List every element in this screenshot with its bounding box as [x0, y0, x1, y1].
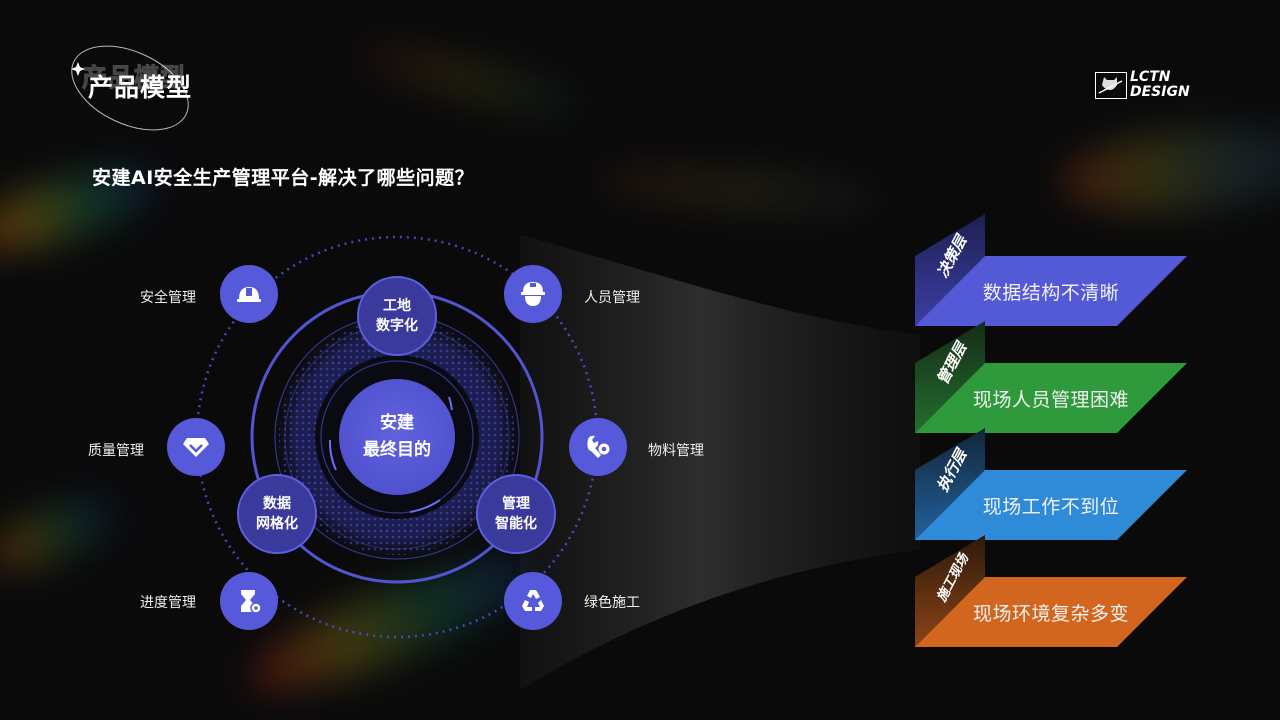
- layer-problem: 现场环境复杂多变: [972, 602, 1129, 625]
- node-safety-management[interactable]: [220, 265, 278, 323]
- layer-card-site[interactable]: 施工现场 现场环境复杂多变: [915, 535, 1187, 647]
- center-goal[interactable]: 安建 最终目的: [339, 379, 455, 495]
- node-material-management[interactable]: [569, 418, 627, 476]
- worker-helmet-icon: [521, 282, 545, 306]
- sub-node-line1: 工地: [383, 298, 411, 314]
- page-subtitle: 安建AI安全生产管理平台-解决了哪些问题？: [92, 167, 475, 189]
- page-title: 产品模型: [88, 73, 193, 102]
- sub-node-line2: 智能化: [495, 516, 537, 532]
- node-progress-management[interactable]: [220, 572, 278, 630]
- layer-problem: 数据结构不清晰: [982, 281, 1120, 304]
- layer-card-execution[interactable]: 执行层 现场工作不到位: [915, 428, 1187, 540]
- sub-node-line2: 数字化: [376, 318, 418, 334]
- node-personnel-management[interactable]: [504, 265, 562, 323]
- page-title-shadow: 产品模型: [81, 63, 187, 93]
- label-green-construction: 绿色施工: [584, 595, 640, 611]
- label-material-management: 物料管理: [648, 443, 704, 459]
- sub-node-line1: 管理: [502, 496, 530, 512]
- sub-node-site-digitalization[interactable]: 工地 数字化: [357, 276, 437, 356]
- diamond-icon: [183, 438, 209, 457]
- title-orbit-decoration: [71, 45, 189, 131]
- sub-node-line2: 网格化: [256, 516, 298, 532]
- center-line1: 安建: [380, 413, 414, 433]
- hourglass-gear-icon: [241, 590, 262, 614]
- cat-logo-icon: [1095, 71, 1127, 99]
- recycle-icon: [522, 590, 544, 611]
- wrench-gear-icon: [587, 435, 610, 458]
- layer-problem: 现场人员管理困难: [972, 388, 1129, 411]
- node-green-construction[interactable]: [504, 572, 562, 630]
- hardhat-icon: [237, 287, 261, 302]
- layer-card-decision[interactable]: 决策层 数据结构不清晰: [915, 214, 1187, 326]
- label-safety-management: 安全管理: [140, 290, 196, 306]
- logo-line2: DESIGN: [1130, 84, 1190, 100]
- label-personnel-management: 人员管理: [584, 290, 640, 306]
- sub-node-data-gridding[interactable]: 数据 网格化: [237, 474, 317, 554]
- brand-logo: LCTN DESIGN: [1095, 70, 1190, 100]
- center-line2: 最终目的: [363, 440, 431, 460]
- layer-card-management[interactable]: 管理层 现场人员管理困难: [915, 321, 1187, 433]
- sub-node-line1: 数据: [263, 496, 291, 512]
- label-progress-management: 进度管理: [140, 595, 196, 611]
- label-quality-management: 质量管理: [88, 443, 144, 459]
- node-quality-management[interactable]: [167, 418, 225, 476]
- sub-node-management-intelligence[interactable]: 管理 智能化: [476, 474, 556, 554]
- logo-line1: LCTN: [1130, 69, 1171, 85]
- layer-problem: 现场工作不到位: [982, 495, 1120, 518]
